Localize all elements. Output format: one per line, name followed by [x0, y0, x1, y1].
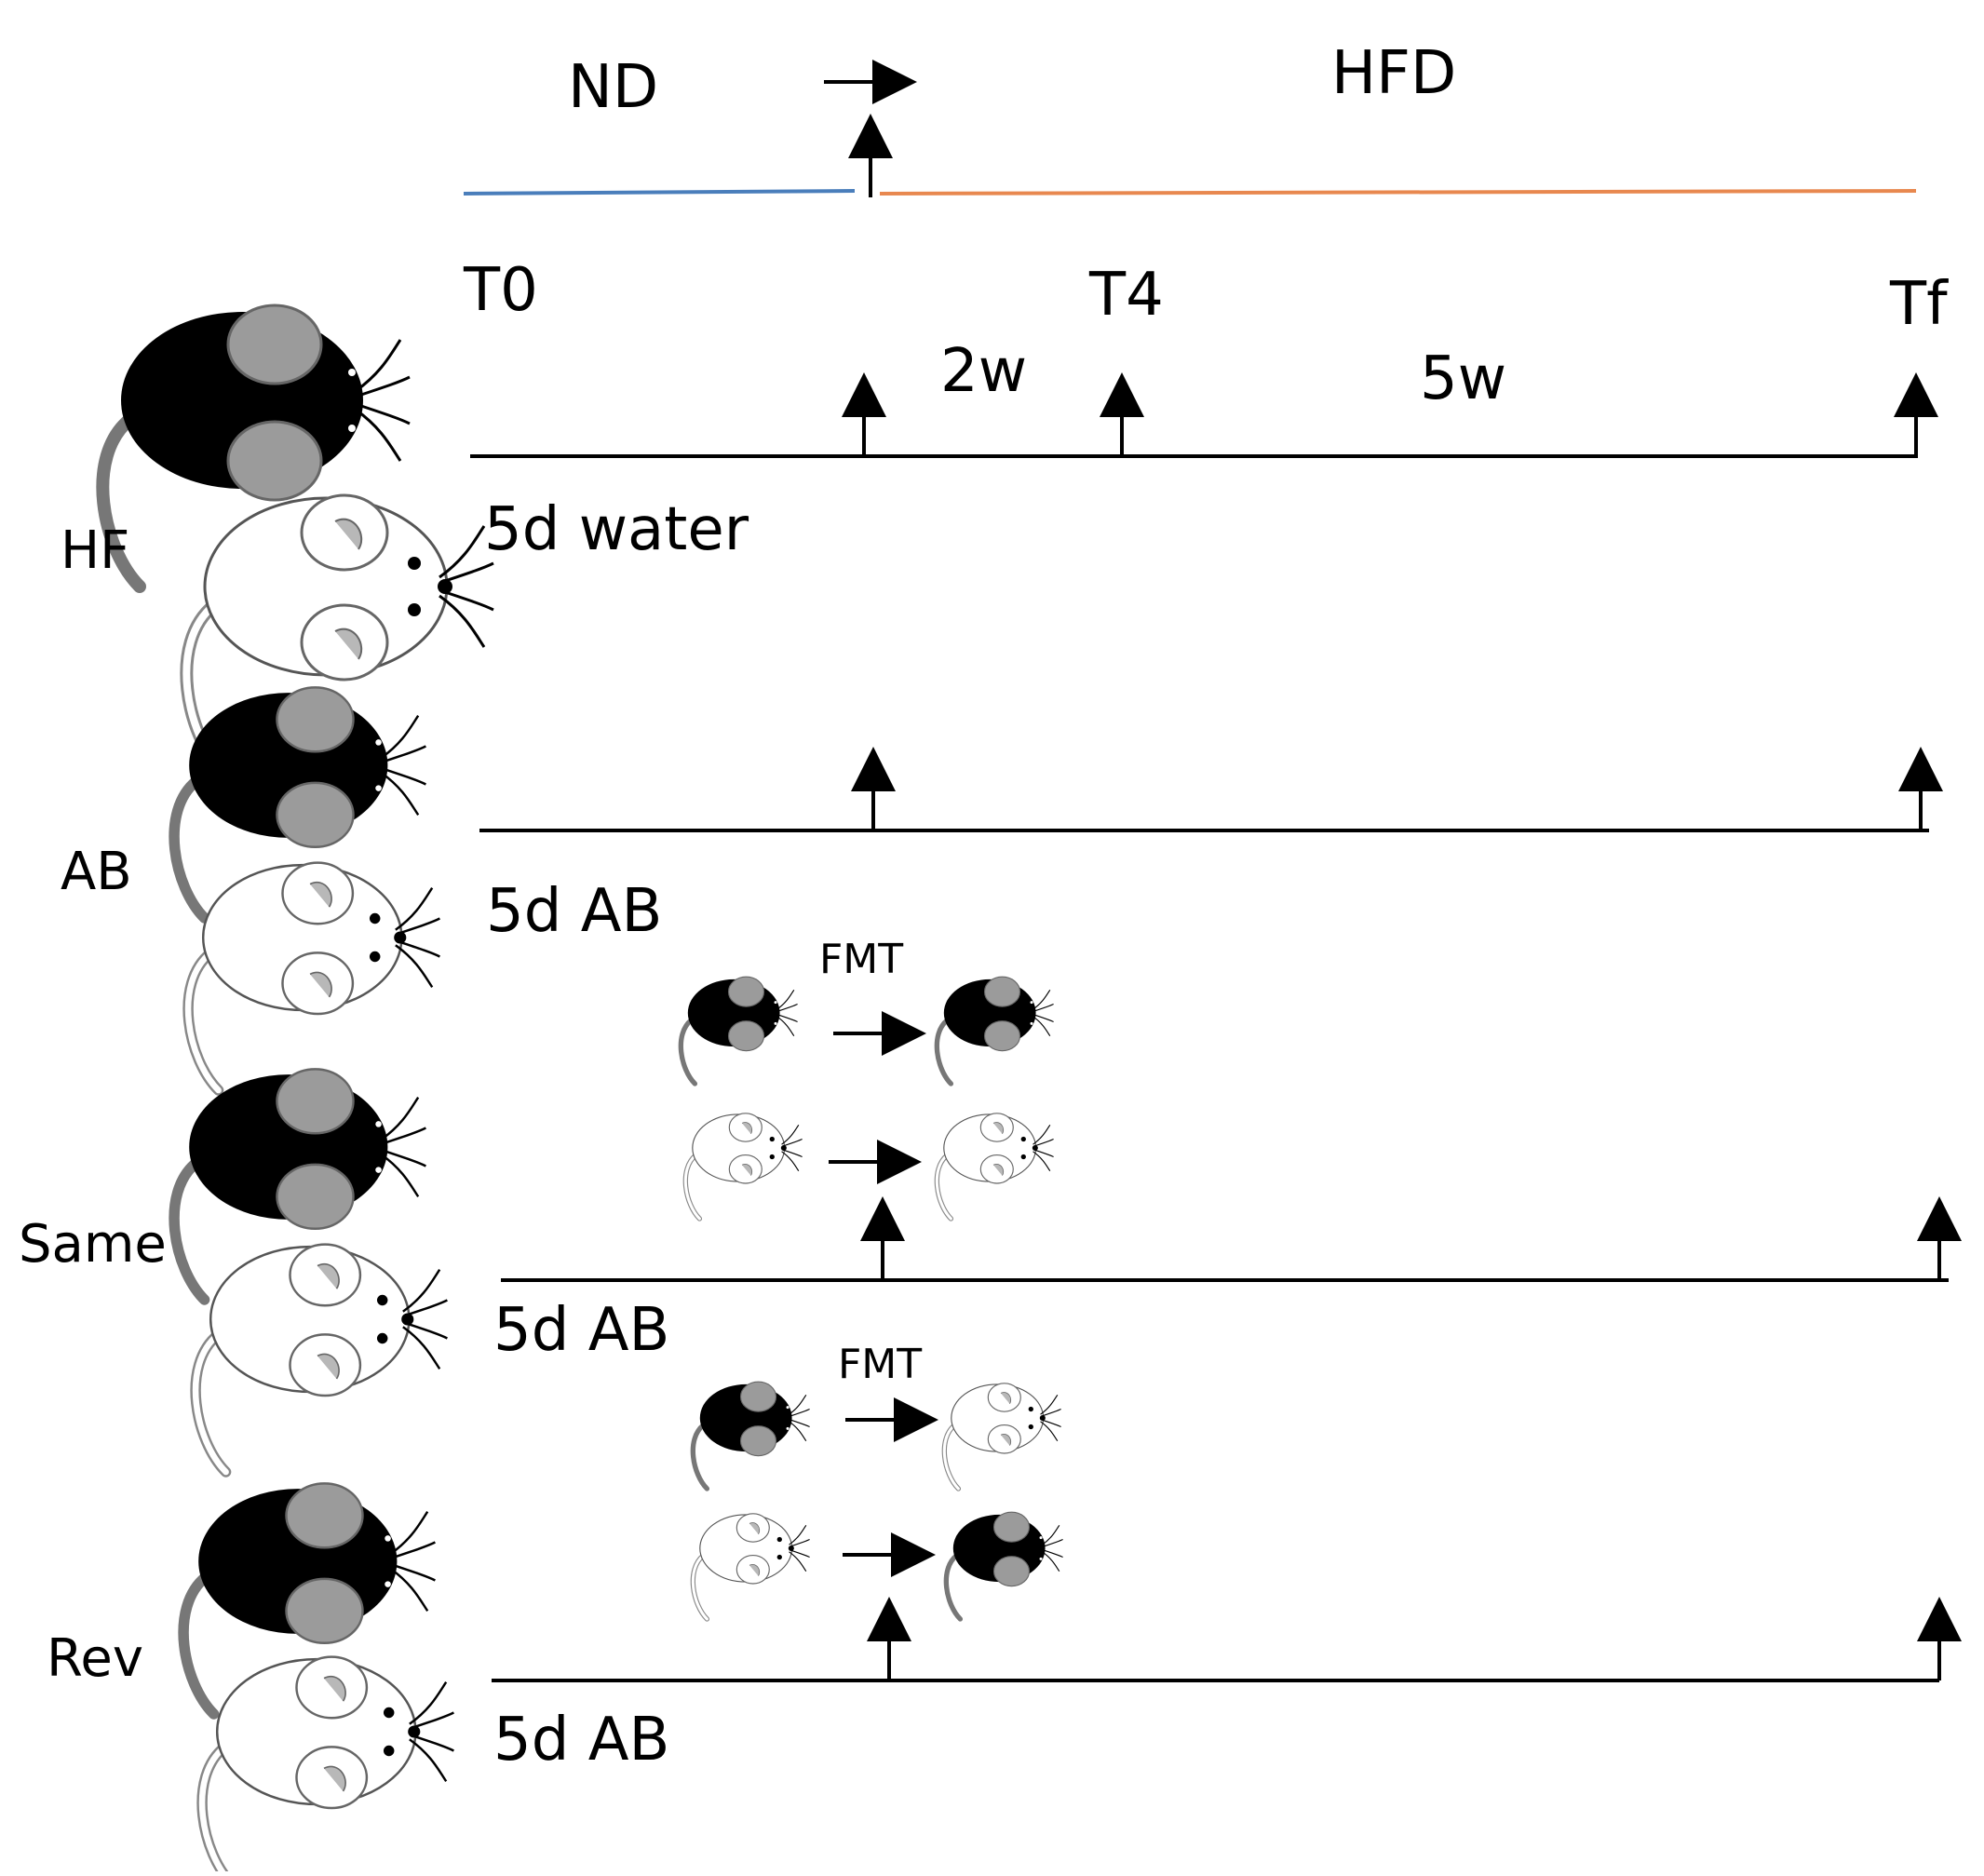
group-same: Same 5d AB [19, 1069, 1964, 1472]
group-label-same: Same [19, 1214, 167, 1275]
black-mouse-icon [937, 977, 1053, 1084]
up-arrow-icon [1915, 1194, 1964, 1282]
nd-period-line [463, 189, 856, 196]
up-arrow-icon [1896, 745, 1945, 832]
up-arrow-icon [1098, 371, 1146, 458]
timepoint-t4: T4 [1088, 261, 1164, 330]
group-ab: AB 5d AB [61, 687, 1945, 1090]
up-arrow-icon [849, 745, 898, 832]
fmt-arrow-icon [827, 1138, 924, 1186]
black-mouse-icon [681, 977, 797, 1084]
fmt-label-same: FMT [819, 936, 903, 983]
fmt-label-rev: FMT [838, 1341, 922, 1388]
duration-2w: 2w [940, 337, 1027, 406]
white-mouse-icon [196, 1245, 447, 1472]
diet-switch-up-arrow-icon [846, 112, 895, 199]
hf-treatment: 5d water [484, 495, 749, 564]
hfd-period-line [879, 189, 1917, 196]
fmt-arrow-icon [844, 1396, 940, 1444]
rev-treatment: 5d AB [493, 1706, 669, 1775]
group-label-rev: Rev [47, 1628, 143, 1689]
up-arrow-icon [1892, 371, 1940, 458]
same-treatment: 5d AB [493, 1296, 669, 1365]
timepoint-t0: T0 [463, 256, 538, 325]
up-arrow-icon [865, 1595, 913, 1682]
up-arrow-icon [858, 1194, 907, 1282]
white-mouse-icon [937, 1113, 1053, 1219]
timepoint-tf: Tf [1889, 270, 1949, 339]
group-rev: Rev 5d AB [47, 1483, 1964, 1871]
fmt-arrow-icon [841, 1531, 938, 1579]
fmt-arrow-icon [831, 1009, 928, 1058]
fmt-rev: FMT [693, 1341, 1062, 1619]
group-hf: HF 5d water [61, 305, 1940, 773]
group-label-ab: AB [61, 842, 132, 902]
up-arrow-icon [840, 371, 888, 458]
diet-switch-arrow-icon [822, 58, 919, 106]
white-mouse-icon [188, 863, 439, 1090]
white-mouse-icon [685, 1113, 802, 1219]
group-label-hf: HF [61, 520, 129, 581]
white-mouse-icon [202, 1657, 453, 1871]
diet-label-nd: ND [568, 53, 658, 122]
diet-label-hfd: HFD [1331, 39, 1456, 108]
fmt-same: FMT [681, 936, 1053, 1219]
duration-5w: 5w [1420, 344, 1506, 413]
black-mouse-icon [946, 1512, 1062, 1619]
ab-treatment: 5d AB [486, 877, 662, 946]
black-mouse-icon [693, 1382, 809, 1489]
white-mouse-icon [944, 1383, 1060, 1489]
up-arrow-icon [1915, 1595, 1964, 1682]
white-mouse-icon [693, 1514, 809, 1619]
